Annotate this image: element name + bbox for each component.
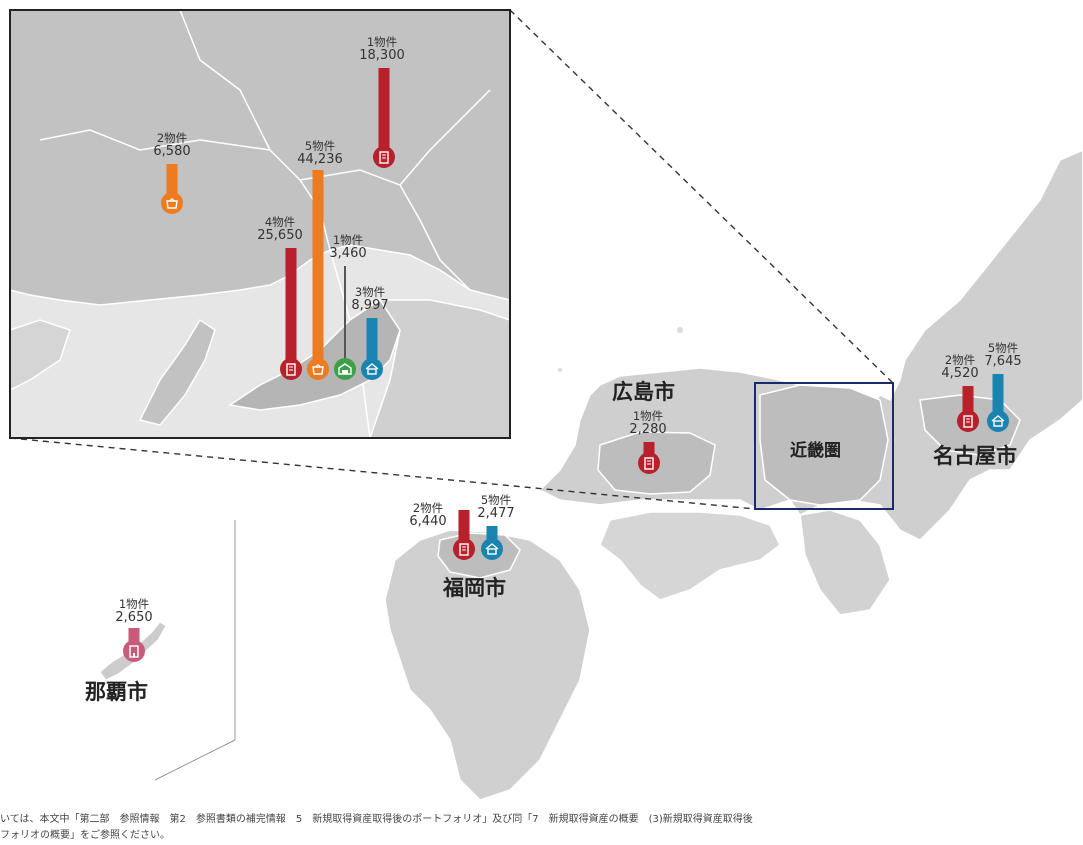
kinki-region [759,384,889,506]
property-value: 6,440 [409,514,447,529]
property-count: 2物件 [412,501,444,515]
property-count: 2物件 [156,131,188,145]
marker-label: 2物件 6,580 [142,131,202,159]
marker-label: 5物件 44,236 [290,139,350,167]
property-value: 6,580 [153,144,191,159]
marker-bar-inset-office-osaka [279,248,303,380]
property-count: 5物件 [480,493,512,507]
hotel-icon [123,640,145,662]
marker-bar-nagoya-office [956,386,980,432]
property-value: 25,650 [257,228,303,243]
city-label-naha: 那覇市 [85,680,148,704]
marker-bar-fukuoka-residential [480,526,504,560]
marker-label: 5物件 2,477 [466,493,526,521]
zoom-line-bottom [9,437,756,510]
marker-label: 2物件 6,440 [398,501,458,529]
property-count: 1物件 [366,35,398,49]
city-label-fukuoka: 福岡市 [443,576,506,600]
property-value: 8,997 [351,298,389,313]
property-value: 3,460 [329,246,367,261]
marker-bar-inset-logistics-osaka [333,266,357,380]
property-value: 2,650 [115,610,153,625]
footnote-line-2: フォリオの概要」をご参照ください。 [0,830,170,841]
warehouse-icon [334,358,356,380]
shop-icon [307,358,329,380]
property-value: 7,645 [984,354,1022,369]
marker-label: 1物件 3,460 [318,233,378,261]
building-icon [638,452,660,474]
marker-bar-inset-retail-west [160,164,184,214]
property-count: 2物件 [944,353,976,367]
marker-label: 1物件 2,280 [618,409,678,437]
shop-icon [161,192,183,214]
marker-bar-inset-residential-osaka [360,318,384,380]
property-value: 44,236 [297,152,343,167]
property-count: 1物件 [332,233,364,247]
kinki-selection-box [754,382,894,510]
marker-bar-inset-retail-osaka [306,170,330,380]
building-icon [280,358,302,380]
property-value: 2,280 [629,422,667,437]
property-count: 4物件 [264,215,296,229]
footnote-line-1: いては、本文中「第二部 参照情報 第2 参照書類の補完情報 5 新規取得資産取得… [0,814,753,825]
marker-label: 3物件 8,997 [340,285,400,313]
city-label-hiroshima: 広島市 [612,380,675,404]
marker-bar-fukuoka-office [452,510,476,560]
marker-label: 4物件 25,650 [250,215,310,243]
property-value: 18,300 [359,48,405,63]
building-icon [957,410,979,432]
marker-bar-naha-hotel [122,628,146,662]
marker-bar-hiroshima-office [637,442,661,474]
property-count: 5物件 [987,341,1019,355]
region-label-kinki: 近畿圏 [790,441,841,461]
shikoku-landmass [599,511,781,601]
building-icon [453,538,475,560]
house-icon [987,410,1009,432]
property-value: 2,477 [477,506,515,521]
property-value: 4,520 [941,366,979,381]
marker-label: 5物件 7,645 [973,341,1033,369]
house-icon [361,358,383,380]
house-icon [481,538,503,560]
marker-bar-inset-office-north [372,68,396,168]
property-count: 5物件 [304,139,336,153]
property-count: 3物件 [354,285,386,299]
marker-label: 1物件 2,650 [104,597,164,625]
building-icon [373,146,395,168]
property-count: 1物件 [118,597,150,611]
marker-label: 2物件 4,520 [930,353,990,381]
zoom-line-top [509,9,894,384]
property-count: 1物件 [632,409,664,423]
city-label-nagoya: 名古屋市 [933,444,1017,468]
marker-label: 1物件 18,300 [352,35,412,63]
kii-landmass [799,509,891,616]
marker-bar-nagoya-residential [986,374,1010,432]
